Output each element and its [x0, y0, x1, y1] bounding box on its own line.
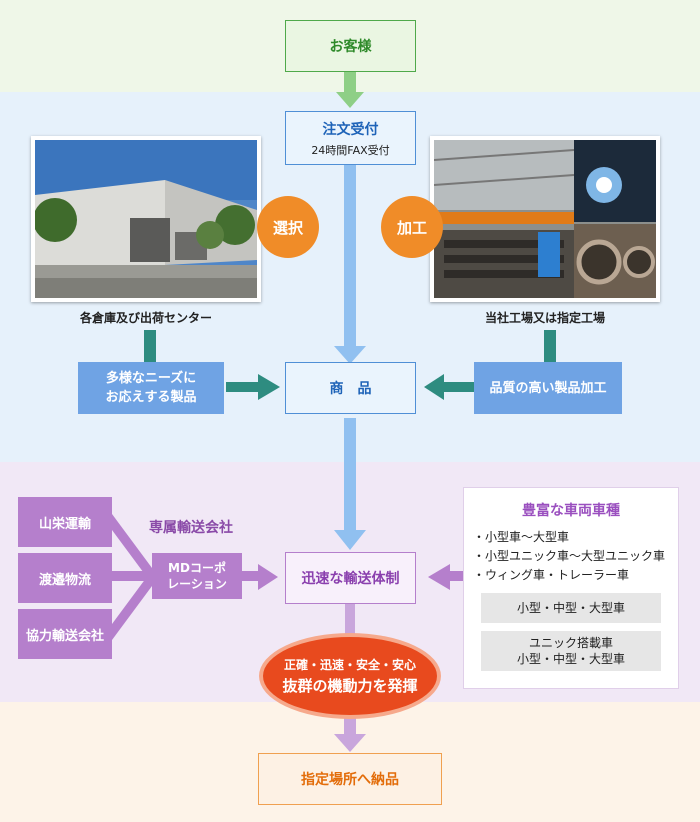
diverse-needs-box: 多様なニーズに お応えする製品	[78, 362, 224, 414]
connector-watanabe-md	[112, 571, 152, 581]
order-box: 注文受付 24時間FAX受付	[285, 111, 416, 165]
md-line2: レーション	[167, 577, 227, 591]
factory-illustration	[434, 140, 656, 298]
connector-product-transport	[344, 418, 356, 534]
company-kyoryoku-label: 協力輸送会社	[25, 628, 104, 644]
connector-transport-slogan	[345, 604, 355, 634]
connector-order-product	[344, 164, 356, 350]
connector-needs-product	[226, 382, 262, 392]
company-sanei-label: 山栄運輸	[38, 516, 91, 532]
md-corporation-box: MDコーポ レーション	[152, 553, 242, 599]
vehicle-size-box: 小型・中型・大型車	[481, 593, 661, 623]
connector-factory-quality	[544, 330, 556, 362]
process-badge: 加工	[381, 196, 443, 258]
vehicle-size-label: 小型・中型・大型車	[516, 601, 625, 615]
arrowhead-vehicles-transport	[428, 564, 450, 590]
delivery-label: 指定場所へ納品	[301, 772, 399, 788]
process-badge-label: 加工	[396, 218, 427, 237]
company-kyoryoku: 協力輸送会社	[18, 609, 112, 659]
connector-vehicles-transport	[446, 571, 464, 581]
diverse-needs-line1: 多様なニーズに	[105, 371, 197, 386]
unic-vehicle-line1: ユニック搭載車	[528, 636, 613, 650]
product-label: 商 品	[329, 381, 372, 397]
vehicle-item: ・ウィング車・トレーラー車	[473, 568, 630, 582]
diverse-needs-line2: お応えする製品	[105, 390, 197, 405]
slogan-ellipse: 正確・迅速・安全・安心 抜群の機動力を発揮	[259, 633, 441, 719]
arrowhead-quality-product	[424, 374, 444, 400]
warehouse-illustration	[35, 140, 257, 298]
customer-box: お客様	[285, 20, 416, 72]
vehicle-item: ・小型車～大型車	[473, 530, 570, 544]
warehouse-caption: 各倉庫及び出荷センター	[79, 311, 212, 325]
connector-customer-order	[344, 72, 356, 96]
connector-quality-product	[440, 382, 474, 392]
product-box: 商 品	[285, 362, 416, 414]
order-subtitle: 24時間FAX受付	[311, 143, 390, 157]
select-badge-label: 選択	[272, 218, 303, 237]
dedicated-transport-label: 専属輸送会社	[149, 520, 233, 536]
arrowhead-product-transport	[334, 530, 366, 550]
warehouse-photo	[31, 136, 261, 302]
vehicles-panel: 豊富な車両車種 ・小型車～大型車 ・小型ユニック車～大型ユニック車 ・ウィング車…	[463, 487, 679, 689]
factory-photo	[430, 136, 660, 302]
connector-md-transport	[242, 571, 262, 581]
vehicles-title: 豊富な車両車種	[522, 503, 620, 519]
vehicles-list: ・小型車～大型車 ・小型ユニック車～大型ユニック車 ・ウィング車・トレーラー車	[473, 528, 678, 585]
arrowhead-md-transport	[258, 564, 278, 590]
md-line1: MDコーポ	[168, 561, 226, 575]
company-sanei: 山栄運輸	[18, 497, 112, 547]
arrowhead-customer-order	[336, 92, 364, 108]
order-title: 注文受付	[322, 121, 379, 138]
unic-vehicle-line2: 小型・中型・大型車	[516, 652, 625, 666]
quality-processing-label: 品質の高い製品加工	[489, 380, 607, 396]
company-watanabe-label: 渡邉物流	[38, 572, 91, 588]
connector-kyoryoku-md	[112, 570, 152, 640]
connector-warehouse-needs	[144, 330, 156, 362]
quality-processing-box: 品質の高い製品加工	[474, 362, 622, 414]
connector-sanei-md	[112, 514, 152, 584]
arrowhead-slogan-delivery	[334, 734, 366, 752]
customer-label: お客様	[329, 39, 372, 55]
select-badge: 選択	[257, 196, 319, 258]
factory-caption: 当社工場又は指定工場	[484, 311, 605, 325]
connector-slogan-delivery	[344, 716, 356, 738]
slogan-line1: 正確・迅速・安全・安心	[283, 658, 416, 672]
company-watanabe: 渡邉物流	[18, 553, 112, 603]
arrowhead-needs-product	[258, 374, 280, 400]
transport-system-box: 迅速な輸送体制	[285, 552, 416, 604]
vehicle-item: ・小型ユニック車～大型ユニック車	[473, 549, 666, 563]
slogan-line2: 抜群の機動力を発揮	[282, 677, 418, 695]
arrowhead-order-product	[334, 346, 366, 364]
transport-system-label: 迅速な輸送体制	[301, 571, 400, 587]
unic-vehicle-box: ユニック搭載車 小型・中型・大型車	[481, 631, 661, 671]
delivery-box: 指定場所へ納品	[258, 753, 442, 805]
